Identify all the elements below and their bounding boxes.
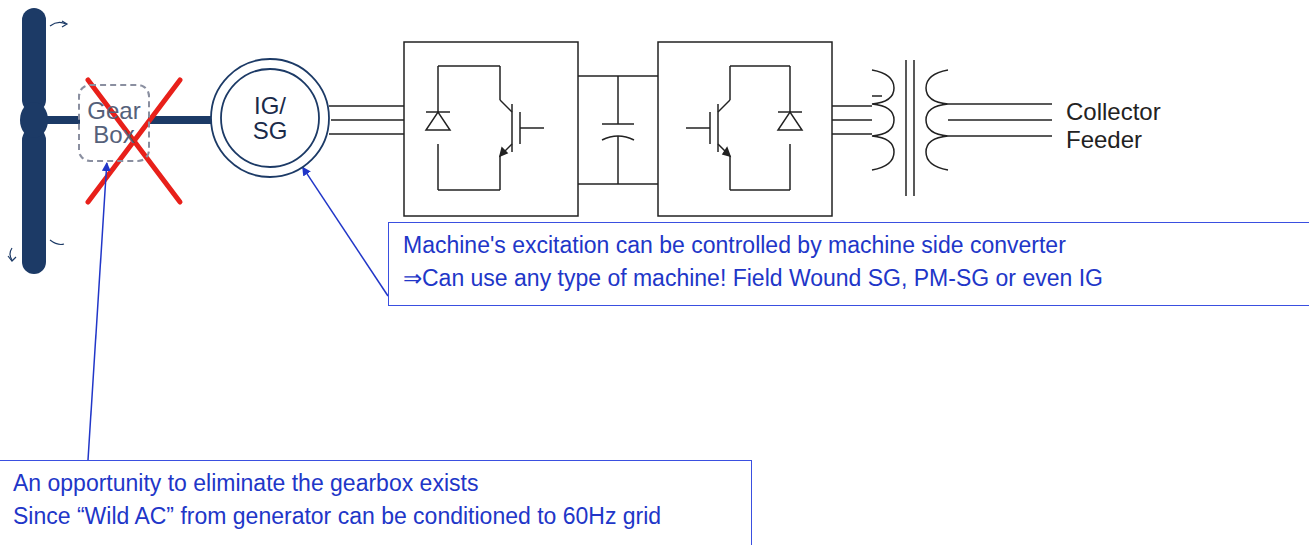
- node-label: IG/ SG: [240, 93, 300, 143]
- callout-box: An opportunity to eliminate the gearbox …: [0, 460, 752, 545]
- callout-text: Machine's excitation can be controlled b…: [403, 229, 1296, 262]
- dc-link: [578, 76, 658, 184]
- converter-box: [404, 42, 832, 216]
- generator-circle: IG/ SG: [210, 58, 330, 178]
- turbine-rotor: [20, 8, 48, 274]
- callout-text: An opportunity to eliminate the gearbox …: [13, 467, 737, 500]
- leader-arrow: [303, 167, 388, 296]
- callout-text: ⇒Can use any type of machine! Field Woun…: [403, 262, 1296, 295]
- igbt-diode-symbol: [686, 66, 802, 190]
- transformer-symbol: [872, 60, 1052, 196]
- terminal-label: Collector Feeder: [1066, 98, 1176, 153]
- callout-box: Machine's excitation can be controlled b…: [388, 222, 1309, 306]
- igbt-diode-symbol: [426, 66, 544, 190]
- callout-text: Since “Wild AC” from generator can be co…: [13, 500, 737, 533]
- node-label: Gear Box: [83, 99, 145, 147]
- gearbox-box: Gear Box: [78, 84, 150, 162]
- rotation-arrow: [8, 21, 67, 261]
- leader-arrow: [88, 163, 107, 460]
